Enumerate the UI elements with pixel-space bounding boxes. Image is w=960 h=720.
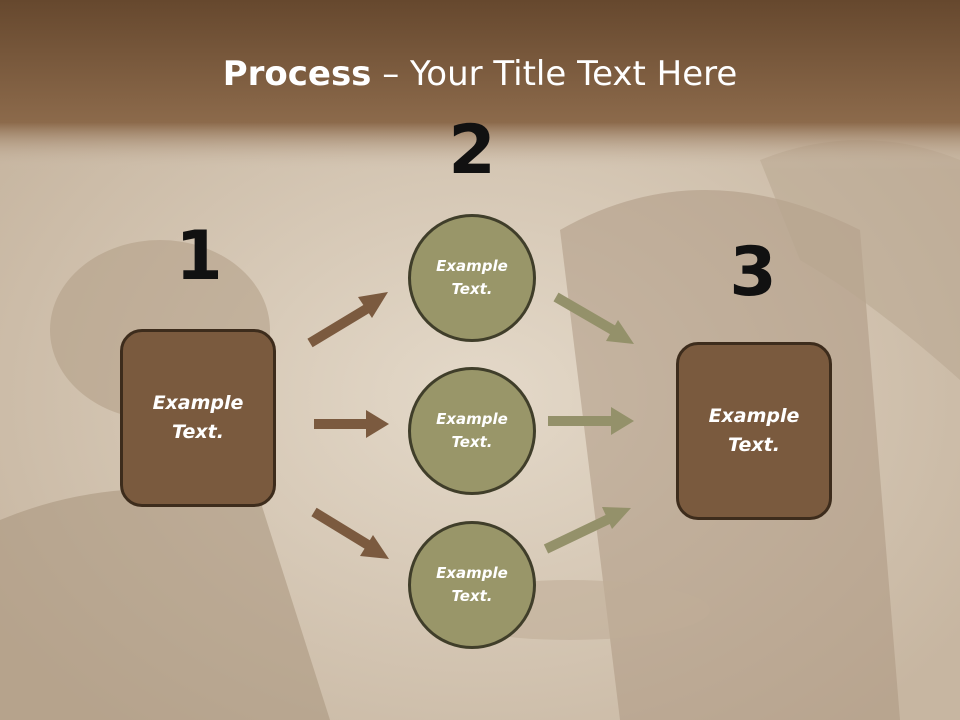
step-circle-top-label: Example Text. [436, 257, 508, 298]
step-box-3-label: Example Text. [708, 405, 800, 456]
step-circle-bottom: Example Text. [408, 521, 536, 649]
arrow-box1-to-circle-top [307, 292, 388, 348]
arrow-box1-to-circle-bottom [311, 507, 389, 559]
step-box-1-label: Example Text. [152, 392, 244, 443]
arrow-circle-bottom-to-box3 [543, 507, 631, 554]
step-circle-bottom-label: Example Text. [436, 564, 508, 605]
step-number-2: 2 [448, 111, 496, 190]
step-number-1: 1 [175, 217, 223, 296]
step-box-1: Example Text. [120, 329, 276, 507]
step-circle-middle: Example Text. [408, 367, 536, 495]
slide-title: Process – Your Title Text Here [0, 52, 960, 96]
title-bold: Process [222, 54, 372, 94]
step-number-3: 3 [729, 233, 777, 312]
arrow-circle-top-to-box3 [553, 292, 634, 344]
step-circle-top: Example Text. [408, 214, 536, 342]
step-circle-middle-label: Example Text. [436, 410, 508, 451]
arrow-box1-to-circle-middle [314, 410, 389, 438]
arrow-circle-middle-to-box3 [548, 407, 634, 435]
step-box-3: Example Text. [676, 342, 832, 520]
title-rest: – Your Title Text Here [371, 54, 738, 94]
